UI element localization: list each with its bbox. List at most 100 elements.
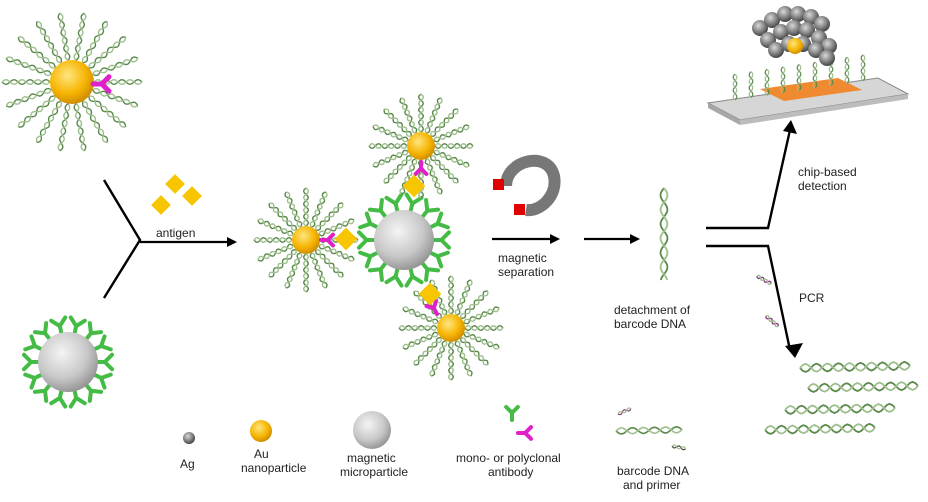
dna-strand xyxy=(402,306,439,325)
antigen-diamond xyxy=(165,174,185,194)
antibody-shape xyxy=(22,352,42,372)
dna-strand xyxy=(807,381,919,393)
chip-detection-label-line2: detection xyxy=(798,179,847,193)
dna-strand xyxy=(92,87,139,108)
antibody-shape xyxy=(419,198,441,221)
chip-arrow-head xyxy=(783,120,797,134)
dna-strand xyxy=(433,149,470,168)
gold-nanoparticle xyxy=(292,226,320,254)
dna-strand xyxy=(748,71,754,98)
dna-strand xyxy=(399,158,418,195)
dna-strand xyxy=(784,403,896,415)
legend-barcode-icon xyxy=(615,407,687,451)
dna-strand xyxy=(732,73,738,101)
dna-strand xyxy=(454,279,473,316)
dna-strand xyxy=(253,236,293,244)
magnetic-microparticle xyxy=(38,332,98,392)
chip-detection-label-line1: chip-based xyxy=(798,165,857,179)
dna-strand xyxy=(671,445,686,451)
magnetic-separation-label-line1: magnetic xyxy=(498,251,547,265)
dna-strand xyxy=(88,36,127,68)
dna-strand xyxy=(460,337,488,366)
dna-strand xyxy=(463,331,500,350)
antibody-shape xyxy=(49,315,68,337)
dna-strand xyxy=(1,78,51,86)
dna-strand xyxy=(400,97,416,134)
antibody-shape xyxy=(94,352,114,372)
gold-nanoparticle xyxy=(50,60,94,104)
antibody-shape xyxy=(83,321,104,343)
dna-strand xyxy=(302,253,310,293)
chip-side xyxy=(740,94,908,125)
probe-antibody xyxy=(90,74,112,94)
split-lines xyxy=(706,129,792,351)
dna-strand xyxy=(398,324,438,332)
dna-strand xyxy=(309,191,328,228)
dna-strand xyxy=(671,444,687,450)
antibody-shape xyxy=(367,259,389,282)
dna-strand xyxy=(17,96,56,128)
legend-ag-icon xyxy=(183,432,195,444)
dna-strand xyxy=(617,407,632,415)
silver-particle xyxy=(799,22,815,38)
silver-particle xyxy=(768,42,784,58)
silver-particle xyxy=(821,38,837,54)
antibody-shape xyxy=(32,381,53,403)
dna-strand xyxy=(81,21,109,64)
silver-particle xyxy=(814,16,830,32)
antibody-shape xyxy=(516,425,533,441)
sandwich-gold-particle-top xyxy=(368,93,474,199)
antibody-shape xyxy=(68,315,87,337)
dna-strand xyxy=(315,249,343,278)
dna-strand xyxy=(36,20,62,64)
magnetic-separation-label-line2: separation xyxy=(498,265,554,279)
antibody-shape xyxy=(319,232,335,248)
dna-strand xyxy=(430,155,458,184)
legend-magnetic-label-line1: magnetic xyxy=(347,451,396,465)
magnet-pole xyxy=(514,204,525,215)
antibody-shape xyxy=(427,211,450,230)
antibody-shape xyxy=(358,211,381,230)
dna-strand xyxy=(368,142,408,150)
pcr-products xyxy=(756,274,919,435)
dna-strand xyxy=(284,252,303,289)
dna-strand xyxy=(765,315,779,328)
dna-strand xyxy=(430,279,446,316)
silver-particle xyxy=(819,50,835,66)
antibody-shape xyxy=(367,198,389,221)
dna-strand xyxy=(257,218,294,237)
antibody-shape xyxy=(358,250,381,269)
antibody-shape xyxy=(49,387,68,409)
dna-strand xyxy=(88,95,126,128)
gold-nanoparticle xyxy=(437,314,465,342)
silver-particle xyxy=(777,6,793,22)
gold-nanoparticle xyxy=(787,38,803,54)
antibody-shape xyxy=(430,230,451,250)
magnetic-microparticle xyxy=(374,210,434,270)
antibody-shape xyxy=(91,372,113,390)
sandwich-magnetic-particle xyxy=(357,192,451,288)
magnet-body xyxy=(500,154,561,217)
legend-barcode-label-line2: and primer xyxy=(623,478,680,492)
dna-strand xyxy=(74,103,85,152)
dna-strand xyxy=(756,274,772,285)
dna-strand xyxy=(18,36,56,69)
silver-particle xyxy=(786,20,802,36)
dna-strand xyxy=(372,151,409,167)
sandwich-antibodies xyxy=(319,160,439,316)
dna-strand xyxy=(311,252,327,289)
silver-particle xyxy=(752,20,768,36)
pcr-label: PCR xyxy=(799,291,825,305)
sandwich-antigen xyxy=(418,282,442,306)
capture-magnetic-particle xyxy=(22,315,114,409)
dna-strand xyxy=(413,337,442,365)
dna-strand xyxy=(659,187,669,281)
dna-strand xyxy=(429,340,448,377)
dna-strand xyxy=(402,333,439,349)
dna-strand xyxy=(302,187,310,227)
dna-strand xyxy=(463,307,500,323)
dna-strand xyxy=(318,219,355,235)
dna-strand xyxy=(82,100,108,144)
